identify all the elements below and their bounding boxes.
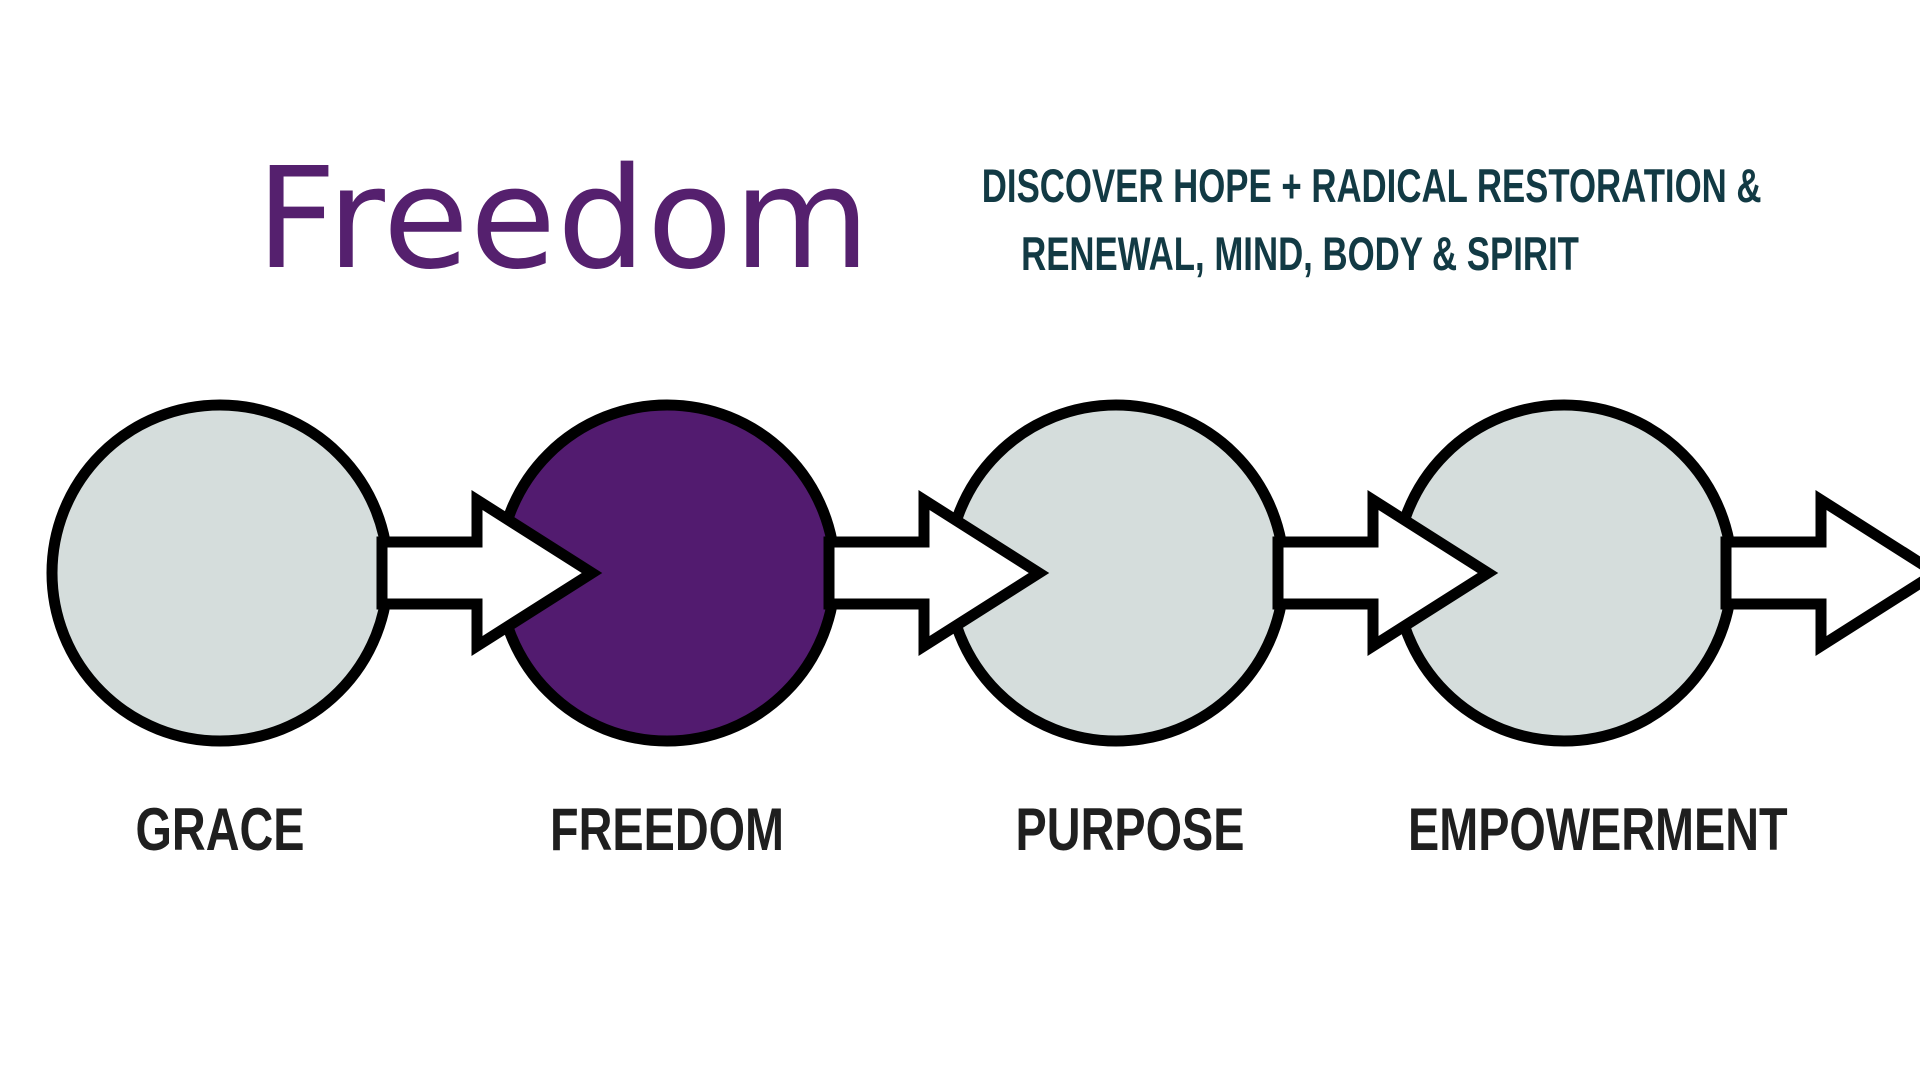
flow-arrow-1 — [376, 489, 603, 657]
flow-arrow-4 — [1720, 489, 1920, 657]
circles-layer — [46, 399, 1920, 747]
subtitle-line-2: RENEWAL, MIND, BODY & SPIRIT — [1021, 227, 1579, 280]
slide-title: Freedom — [256, 138, 871, 301]
flow-arrow-3 — [1272, 489, 1499, 657]
stage-label-freedom: FREEDOM — [550, 796, 784, 863]
stage-label-grace: GRACE — [135, 796, 305, 863]
stage-label-empowerment: EMPOWERMENT — [1408, 796, 1788, 863]
flow-arrow-2 — [823, 489, 1050, 657]
stage-circle-grace — [46, 399, 394, 747]
stage-label-purpose: PURPOSE — [1015, 796, 1245, 863]
